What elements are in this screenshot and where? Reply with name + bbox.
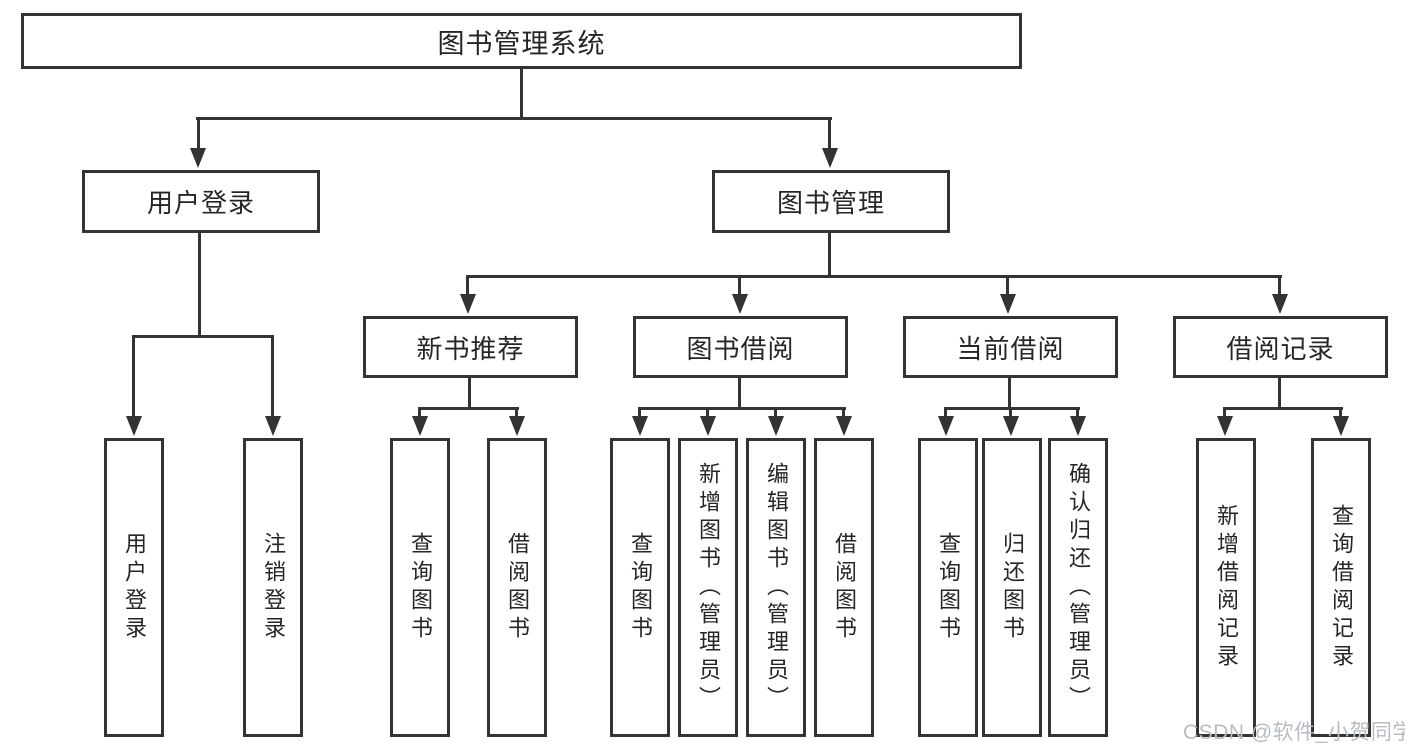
arrow-down-icon <box>938 416 954 436</box>
leaf-confirm-return-admin: 确认归还（管理员） <box>1048 438 1108 737</box>
connector-line <box>198 233 201 335</box>
leaf-add-book-admin: 新增图书（管理员） <box>678 438 738 737</box>
leaf-query-books-recommend: 查询图书 <box>390 438 450 737</box>
connector-line <box>515 407 518 419</box>
connector-line <box>196 117 832 120</box>
leaf-borrow-books-recommend: 借阅图书 <box>487 438 547 737</box>
leaf-label: 查询图书 <box>408 531 433 644</box>
arrow-down-icon <box>509 416 525 436</box>
arrow-down-icon <box>768 416 784 436</box>
connector-line <box>828 233 831 278</box>
node-book-borrow: 图书借阅 <box>633 316 848 378</box>
connector-line <box>638 407 641 419</box>
leaf-user-login: 用户登录 <box>104 438 164 737</box>
connector-line <box>738 275 741 296</box>
arrow-down-icon <box>1272 294 1288 314</box>
leaf-label: 编辑图书（管理员） <box>764 461 789 714</box>
arrow-down-icon <box>265 416 281 436</box>
node-system: 图书管理系统 <box>21 13 1022 69</box>
leaf-add-borrow-record: 新增借阅记录 <box>1196 438 1256 737</box>
connector-line <box>828 117 831 151</box>
leaf-label: 归还图书 <box>1000 531 1025 644</box>
node-user-login: 用户登录 <box>82 170 320 233</box>
leaf-label: 借阅图书 <box>832 531 857 644</box>
node-book-management: 图书管理 <box>712 170 950 233</box>
node-current-borrow: 当前借阅 <box>903 316 1118 378</box>
csdn-watermark: CSDN @软件_小贺同学 <box>1183 721 1405 744</box>
connector-line <box>418 407 421 419</box>
arrow-down-icon <box>732 294 748 314</box>
arrow-down-icon <box>1003 416 1019 436</box>
connector-line <box>271 335 274 419</box>
connector-line <box>132 335 135 419</box>
connector-line <box>944 407 947 419</box>
connector-line <box>1009 407 1012 419</box>
leaf-label: 新增借阅记录 <box>1214 503 1239 672</box>
connector-line <box>466 275 1282 278</box>
connector-line <box>418 407 519 410</box>
connector-line <box>706 407 709 419</box>
arrow-down-icon <box>1070 416 1086 436</box>
leaf-label: 用户登录 <box>122 531 147 644</box>
connector-line <box>1223 407 1226 419</box>
connector-line <box>944 407 1080 410</box>
arrow-down-icon <box>1333 416 1349 436</box>
arrow-down-icon <box>822 148 838 168</box>
connector-line <box>1223 407 1343 410</box>
connector-line <box>738 378 741 410</box>
leaf-label: 查询图书 <box>628 531 653 644</box>
leaf-query-books-current: 查询图书 <box>918 438 978 737</box>
arrow-down-icon <box>190 148 206 168</box>
connector-line <box>468 378 471 410</box>
leaf-label: 查询图书 <box>936 531 961 644</box>
connector-line <box>638 407 846 410</box>
connector-line <box>1006 275 1009 296</box>
connector-line <box>1278 378 1281 410</box>
connector-line <box>1339 407 1342 419</box>
node-new-book-recommend: 新书推荐 <box>363 316 578 378</box>
connector-line <box>1076 407 1079 419</box>
leaf-edit-book-admin: 编辑图书（管理员） <box>746 438 806 737</box>
arrow-down-icon <box>1217 416 1233 436</box>
connector-line <box>1008 378 1011 410</box>
leaf-return-book: 归还图书 <box>982 438 1042 737</box>
leaf-label: 新增图书（管理员） <box>696 461 721 714</box>
leaf-logout: 注销登录 <box>243 438 303 737</box>
connector-line <box>842 407 845 419</box>
connector-line <box>466 275 469 296</box>
arrow-down-icon <box>632 416 648 436</box>
connector-line <box>774 407 777 419</box>
arrow-down-icon <box>836 416 852 436</box>
arrow-down-icon <box>460 294 476 314</box>
arrow-down-icon <box>700 416 716 436</box>
leaf-label: 查询借阅记录 <box>1329 503 1354 672</box>
leaf-label: 借阅图书 <box>505 531 530 644</box>
leaf-borrow-books: 借阅图书 <box>814 438 874 737</box>
arrow-down-icon <box>1000 294 1016 314</box>
leaf-query-borrow-record: 查询借阅记录 <box>1311 438 1371 737</box>
arrow-down-icon <box>126 416 142 436</box>
leaf-label: 确认归还（管理员） <box>1066 461 1091 714</box>
connector-line <box>197 117 200 151</box>
node-borrow-records: 借阅记录 <box>1173 316 1388 378</box>
connector-line <box>1278 275 1281 296</box>
leaf-query-books-borrow: 查询图书 <box>610 438 670 737</box>
connector-line <box>132 335 274 338</box>
connector-line <box>520 69 523 117</box>
leaf-label: 注销登录 <box>261 531 286 644</box>
arrow-down-icon <box>412 416 428 436</box>
